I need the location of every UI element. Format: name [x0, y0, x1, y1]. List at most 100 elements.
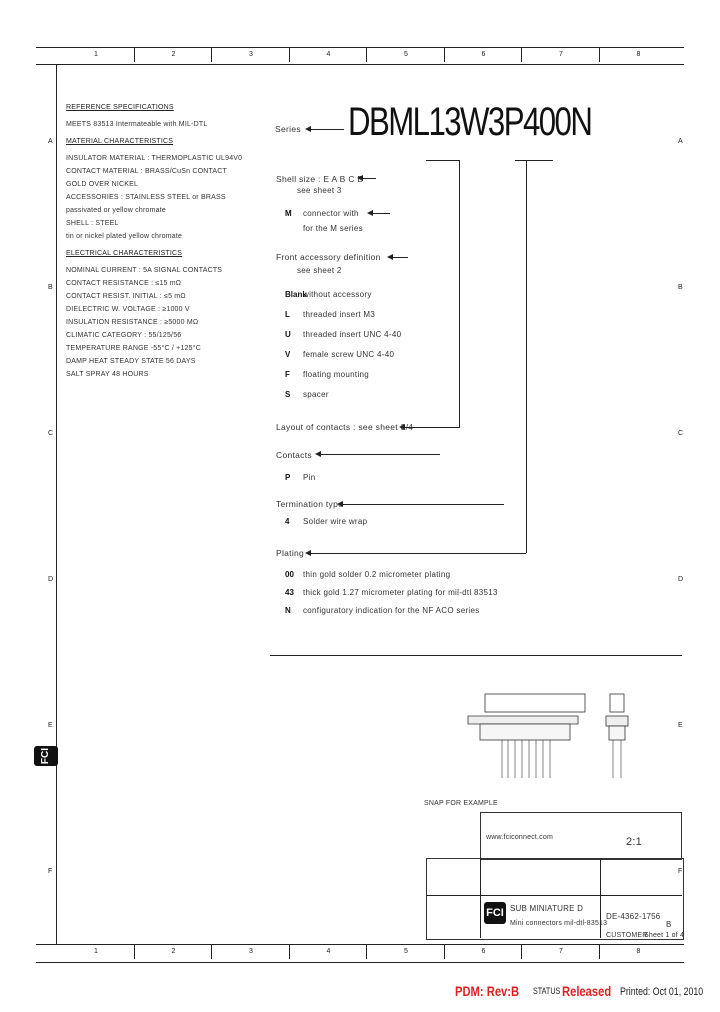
row-marker: D	[48, 576, 54, 583]
side-view-flange	[605, 715, 629, 727]
spec-line: GOLD OVER NICKEL	[66, 181, 139, 188]
column-tick	[211, 48, 212, 62]
column-tick	[366, 48, 367, 62]
pdm-rev: PDM: Rev:B	[455, 983, 520, 999]
side-view-shell	[608, 725, 626, 741]
column-marker: 4	[326, 948, 331, 955]
option-text: Pin	[303, 473, 316, 482]
option-text: floating mounting	[303, 370, 370, 379]
company-name: SUB MINIATURE D	[510, 904, 584, 913]
m-arrow	[367, 210, 390, 216]
section-divider	[270, 655, 682, 656]
column-marker: 8	[636, 51, 641, 58]
option-text: without accessory	[303, 290, 372, 299]
option-code: V	[285, 350, 291, 359]
option-code: 00	[285, 570, 294, 579]
spec-line: SHELL : STEEL	[66, 220, 119, 227]
option-text: threaded insert M3	[303, 310, 376, 319]
tb-divider-2	[600, 858, 601, 938]
column-tick	[598, 48, 600, 62]
plating-label: Plating	[276, 548, 305, 558]
connector-shell	[479, 723, 571, 741]
tb-divider-3	[480, 858, 481, 938]
contacts-arrow	[315, 451, 440, 457]
column-tick	[211, 945, 212, 959]
row-marker: E	[678, 722, 683, 729]
option-code: Blank	[285, 290, 307, 299]
option-code: U	[285, 330, 291, 339]
shell-size-note: see sheet 3	[297, 186, 342, 195]
spec-line: CONTACT RESISTANCE : ≤15 mΩ	[66, 280, 182, 287]
column-tick	[288, 945, 290, 959]
revision: B	[666, 920, 672, 929]
front-accessory-note: see sheet 2	[297, 266, 342, 275]
option-code: 4	[285, 517, 290, 526]
layout-label: Layout of contacts : see sheet 3/4	[276, 422, 414, 432]
customer: CUSTOMER	[606, 932, 648, 939]
option-text: configuratory indication for the NF ACO …	[303, 606, 480, 615]
website: www.fciconnect.com	[486, 834, 554, 841]
front-accessory-arrow	[387, 254, 408, 260]
option-text: spacer	[303, 390, 329, 399]
column-tick	[133, 945, 135, 959]
spec-line: CONTACT RESIST. INITIAL : ≤5 mΩ	[66, 293, 186, 300]
spec-heading: REFERENCE SPECIFICATIONS	[66, 104, 174, 111]
title-block-body	[426, 858, 684, 940]
column-marker: 3	[249, 948, 253, 955]
series-arrow	[305, 126, 344, 132]
column-marker: 1	[94, 51, 98, 58]
column-marker: 5	[404, 948, 408, 955]
column-marker: 7	[559, 948, 563, 955]
row-marker: B	[48, 284, 53, 291]
column-tick	[443, 945, 445, 959]
column-tick	[288, 48, 290, 62]
column-marker: 2	[171, 51, 176, 58]
termination-arrow	[337, 501, 504, 507]
option-code: P	[285, 473, 291, 482]
option-text: Solder wire wrap	[303, 517, 368, 526]
connector-drawing	[467, 693, 629, 778]
status-label: STATUS	[533, 986, 561, 996]
column-tick	[133, 48, 135, 62]
column-marker: 8	[636, 948, 641, 955]
termination-label: Termination type	[276, 499, 344, 509]
shell-size-label: Shell size : E A B C D	[276, 174, 364, 184]
title-block-header	[480, 812, 682, 860]
row-marker: F	[678, 868, 683, 875]
spec-line: passivated or yellow chromate	[66, 207, 166, 214]
option-text: thick gold 1.27 micrometer plating for m…	[303, 588, 498, 597]
option-text: thin gold solder 0.2 micrometer plating	[303, 570, 451, 579]
column-marker: 7	[559, 51, 563, 58]
m-text-2: for the M series	[303, 224, 363, 233]
row-marker: D	[678, 576, 684, 583]
printed-date: Printed: Oct 01, 2010	[620, 986, 704, 998]
column-marker: 3	[249, 51, 253, 58]
row-marker: C	[678, 430, 684, 437]
column-marker: 4	[326, 51, 331, 58]
document-number: DE-4362-1756	[606, 912, 661, 921]
column-marker: 5	[404, 51, 408, 58]
spec-line: tin or nickel plated yellow chromate	[66, 233, 183, 240]
row-marker: A	[48, 138, 53, 145]
frame-top-inner	[36, 64, 684, 65]
frame-bottom-inner	[36, 944, 684, 945]
frame-bottom-outer	[36, 962, 684, 963]
option-code: 43	[285, 588, 294, 597]
column-tick	[366, 945, 367, 959]
spec-line: ACCESSORIES : STAINLESS STEEL or BRASS	[66, 194, 226, 201]
front-accessory-label: Front accessory definition	[276, 252, 381, 262]
spec-line: CLIMATIC CATEGORY : 55/125/56	[66, 332, 182, 339]
example-label: SNAP FOR EXAMPLE	[424, 800, 498, 807]
frame-top-outer	[36, 47, 684, 48]
spec-line: DIELECTRIC W. VOLTAGE : ≥1000 V	[66, 306, 190, 313]
option-code: N	[285, 606, 291, 615]
column-tick	[521, 945, 522, 959]
row-marker: A	[678, 138, 683, 145]
row-marker: F	[48, 868, 53, 875]
side-view-top	[609, 693, 625, 713]
plating-arrow	[305, 550, 526, 556]
spec-heading: MATERIAL CHARACTERISTICS	[66, 138, 174, 145]
m-text-1: connector with	[303, 209, 359, 218]
sheet: Sheet 1 of 4	[644, 932, 685, 939]
spec-line: INSULATION RESISTANCE : ≥5000 MΩ	[66, 319, 199, 326]
